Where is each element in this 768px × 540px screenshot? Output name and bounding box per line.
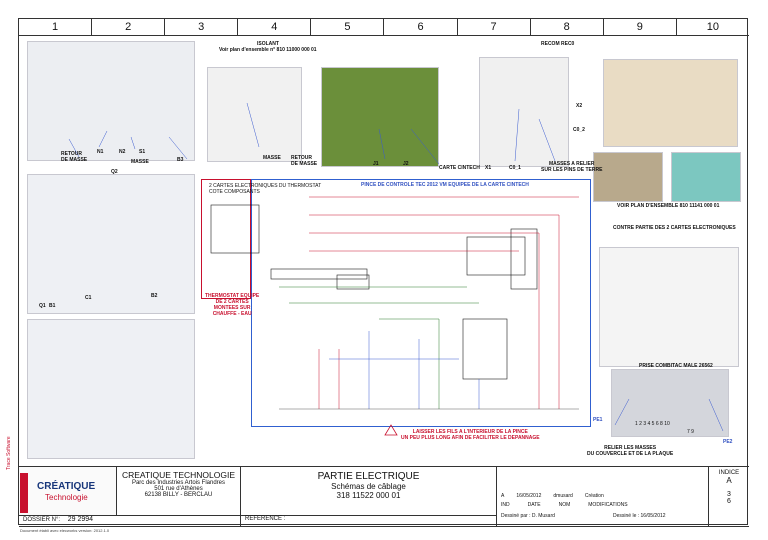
rev-mod: Création (584, 493, 604, 499)
drawing-number: 318 11522 000 01 (336, 491, 401, 500)
company-addr-3: 62138 BILLY - BERCLAU (144, 492, 213, 498)
callout-recom: RECOM REC0 (541, 41, 575, 47)
company-name: CREATIQUE TECHNOLOGIE (121, 470, 236, 480)
photo-combitac (611, 369, 729, 437)
column-7: 7 (458, 19, 531, 35)
callout-n2: N2 (119, 149, 126, 155)
column-5: 5 (311, 19, 385, 35)
callout-co1: C0_1 (509, 165, 521, 171)
rev-date: 16/05/2012 (516, 493, 542, 499)
callout-isolant: ISOLANT (257, 41, 279, 47)
callout-retour-masse: RETOUR DE MASSE (61, 151, 88, 163)
callout-voir-plan: VOIR PLAN D'ENSEMBLE 810 11141 000 01 (617, 203, 720, 209)
callout-b3: B3 (177, 157, 184, 163)
header-nom: NOM (558, 502, 571, 508)
callout-carte-cintech: CARTE CINTECH (439, 165, 480, 171)
revision-cell: A 16/05/2012 dmusard Création IND DATE N… (497, 467, 709, 527)
header-date: DATE (527, 502, 541, 508)
dossier-label: DOSSIER N°: (23, 517, 61, 523)
callout-pin-top: 1 2 3 4 5 6 8 10 (635, 421, 670, 427)
schematic-left-box-label: 2 CARTES ELECTRONIQUES DU THERMOSTAT COT… (209, 183, 322, 195)
photo-green-board (321, 67, 439, 167)
callout-x2: X2 (576, 103, 583, 109)
callout-q1: Q1 (39, 303, 46, 309)
drawn-by: Dessiné par : D. Musard (501, 513, 555, 519)
company-addr-1: Parc des Industries Artois Flandres (131, 480, 226, 486)
photo-counterpart (599, 247, 739, 367)
company-cell: CREATIQUE TECHNOLOGIE Parc des Industrie… (117, 467, 241, 516)
rev-ind: A (501, 493, 505, 499)
page-number: 3 (727, 491, 731, 498)
photo-recom-board (479, 57, 569, 167)
callout-retour-masse-2: RETOUR DE MASSE (291, 155, 318, 167)
callout-q2: Q2 (111, 169, 118, 175)
schematic-frame (251, 179, 591, 427)
callout-relier-masses: RELIER LES MASSES DU COUVERCLE ET DE LA … (587, 445, 674, 457)
drawing-subtitle: Schémas de câblage (331, 482, 406, 491)
photo-clamp-bottom (27, 319, 195, 459)
callout-isolant-sub: Voir plan d'ensemble n° 810 11000 000 01 (219, 47, 317, 53)
indice-label: INDICE (718, 470, 740, 476)
header-ind: IND (501, 502, 510, 508)
column-6: 6 (384, 19, 458, 35)
callout-pe1: PE1 (593, 417, 603, 423)
callout-x1: X1 (485, 165, 492, 171)
column-8: 8 (531, 19, 604, 35)
callout-pe2: PE2 (723, 439, 733, 445)
photo-board-insulator (207, 67, 302, 162)
callout-c1: C1 (85, 295, 92, 301)
callout-s1: S1 (139, 149, 146, 155)
page-count: 6 (727, 498, 731, 505)
callout-b2: B2 (151, 293, 158, 299)
callout-masse: MASSE (131, 159, 149, 165)
column-9: 9 (604, 19, 677, 35)
drawn-on: Dessiné le : 16/05/2012 (613, 513, 666, 519)
photo-teal-box (671, 152, 741, 202)
trace-software-label: Trace Software (6, 436, 12, 470)
schematic-thermo-note: THERMOSTAT EQUIPE DE 2 CARTES MONTEES SU… (205, 293, 260, 317)
callout-prise: PRISE COMBITAC MALE 26562 (639, 363, 713, 369)
column-4: 4 (238, 19, 312, 35)
dossier-cell: DOSSIER N°: 29 2994 (19, 516, 241, 527)
title-cell: PARTIE ELECTRIQUE Schémas de câblage 318… (241, 467, 497, 516)
trace-software-logo (20, 473, 28, 513)
drawing-title: PARTIE ELECTRIQUE (317, 471, 420, 482)
reference-label: REFERENCE : (245, 516, 286, 522)
schematic-warning: LAISSER LES FILS A L'INTERIEUR DE LA PIN… (401, 429, 540, 441)
schematic-left-box (201, 179, 251, 299)
column-2: 2 (92, 19, 166, 35)
indice-value: A (726, 476, 732, 485)
column-3: 3 (165, 19, 239, 35)
callout-b1: B1 (49, 303, 56, 309)
footer-note: Document établi avec elecworks version: … (20, 528, 110, 533)
photo-proto-board (603, 59, 738, 147)
dossier-number: 29 2994 (67, 516, 94, 523)
header-mod: MODIFICATIONS (588, 502, 628, 508)
callout-co2: C0_2 (573, 127, 585, 133)
rev-name: dmusard (553, 493, 573, 499)
company-logo-top: CRÉATIQUE (37, 481, 96, 492)
photo-clamp-mid (27, 174, 195, 314)
column-1: 1 (19, 19, 93, 35)
photo-small-board (593, 152, 663, 202)
callout-j2: J2 (403, 161, 409, 167)
callout-masse-2: MASSE (263, 155, 281, 161)
schematic-title: PINCE DE CONTROLE TEC 2012 VM EQUIPEE DE… (361, 182, 529, 188)
callout-j1: J1 (373, 161, 379, 167)
indice-cell: INDICE A 3 6 (709, 467, 749, 527)
callout-contre-partie: CONTRE PARTIE DES 2 CARTES ELECTRONIQUES (613, 225, 736, 231)
column-10: 10 (706, 21, 720, 33)
logo-cell: CRÉATIQUE Technologie (19, 467, 117, 516)
photo-clamp-top (27, 41, 195, 161)
callout-pin-bot: 7 9 (687, 429, 694, 435)
company-logo-bottom: Technologie (45, 493, 88, 502)
title-block: CRÉATIQUE Technologie CREATIQUE TECHNOLO… (19, 466, 749, 527)
company-addr-2: 501 rue d'Athènes (154, 486, 203, 492)
callout-n1: N1 (97, 149, 104, 155)
reference-cell: REFERENCE : (241, 516, 497, 527)
callout-masses-relier: MASSES A RELIER SUR LES PINS DE TERRE (541, 161, 603, 173)
